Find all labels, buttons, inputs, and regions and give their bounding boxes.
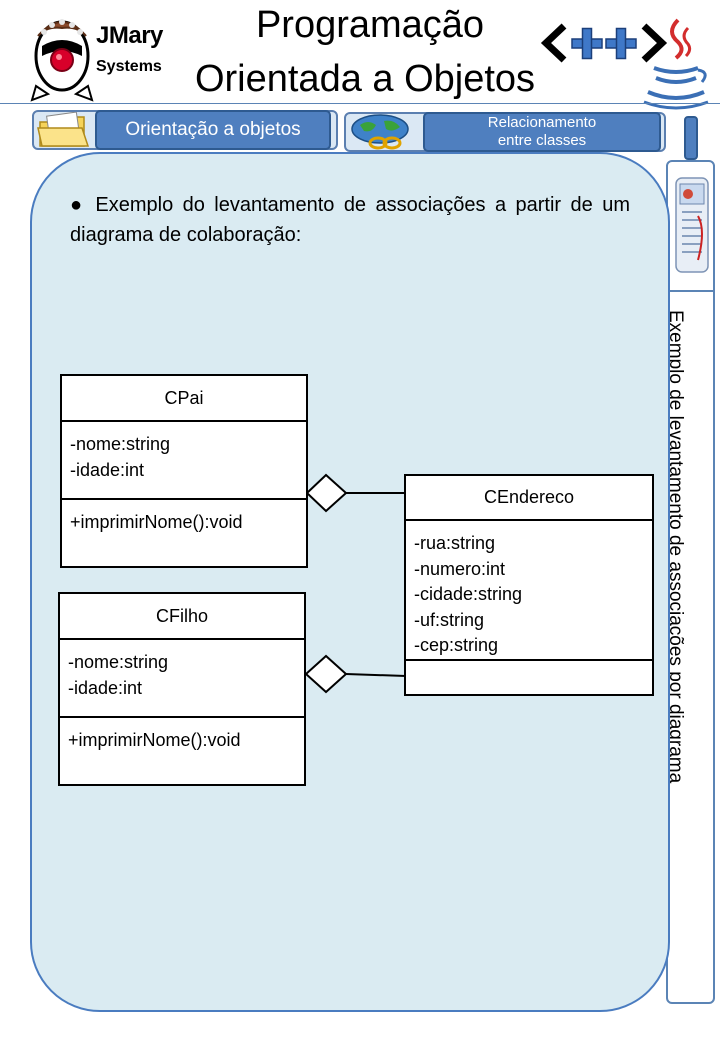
uml-operations: +imprimirNome():void — [60, 718, 304, 763]
side-panel — [666, 160, 715, 1004]
side-scroll-handle[interactable] — [684, 116, 698, 160]
uml-attribute: -rua:string — [414, 533, 496, 553]
uml-attribute: -nome:string — [70, 434, 171, 454]
uml-operations — [406, 661, 652, 681]
uml-operation: +imprimirNome():void — [68, 730, 241, 750]
page-title-line1: Programação — [255, 4, 485, 46]
uml-operations: +imprimirNome():void — [62, 500, 306, 545]
uml-class-cfilho: CFilho -nome:string -idade:int +imprimir… — [58, 592, 306, 786]
uml-attribute: -nome:string — [68, 652, 169, 672]
brand-subtitle: Systems — [96, 58, 162, 75]
header-divider — [0, 103, 720, 104]
jmary-mascot-icon — [30, 19, 94, 102]
intro-paragraph: ● Exemplo do levantamento de associações… — [70, 190, 630, 250]
uml-class-name: CEndereco — [406, 476, 652, 521]
folder-icon — [37, 112, 90, 147]
bullet-icon: ● — [70, 194, 86, 216]
newspaper-icon — [675, 177, 709, 273]
uml-class-name: CPai — [62, 376, 306, 422]
uml-attributes: -nome:string -idade:int — [60, 640, 304, 718]
globe-link-icon — [351, 114, 409, 150]
page-title-line2: Orientada a Objetos — [194, 58, 536, 100]
tab-relacionamento-line2: entre classes — [497, 132, 587, 149]
uml-attribute: -cidade:string — [414, 584, 523, 604]
uml-class-name: CFilho — [60, 594, 304, 640]
uml-class-cendereco: CEndereco -rua:string -numero:int -cidad… — [404, 474, 654, 696]
uml-attributes: -rua:string -numero:int -cidade:string -… — [406, 521, 652, 661]
tab-relacionamento-classes[interactable]: Relacionamento entre classes — [423, 112, 661, 152]
brand-name: JMary — [96, 22, 163, 49]
uml-attributes: -nome:string -idade:int — [62, 422, 306, 500]
uml-operation: +imprimirNome():void — [70, 512, 243, 532]
uml-attribute: -numero:int — [414, 558, 506, 579]
java-cup-icon — [643, 18, 709, 110]
intro-text: Exemplo do levantamento de associações a… — [70, 194, 630, 246]
side-panel-divider — [668, 290, 713, 292]
uml-attribute: -uf:string — [414, 609, 485, 630]
cpp-logo-icon — [540, 23, 668, 63]
tab-relacionamento-line1: Relacionamento — [487, 114, 597, 131]
uml-class-cpai: CPai -nome:string -idade:int +imprimirNo… — [60, 374, 308, 568]
uml-attribute: -cep:string — [414, 635, 499, 655]
tab-orientacao-objetos[interactable]: Orientação a objetos — [95, 110, 331, 150]
uml-attribute: -idade:int — [70, 459, 145, 480]
uml-attribute: -idade:int — [68, 677, 143, 698]
